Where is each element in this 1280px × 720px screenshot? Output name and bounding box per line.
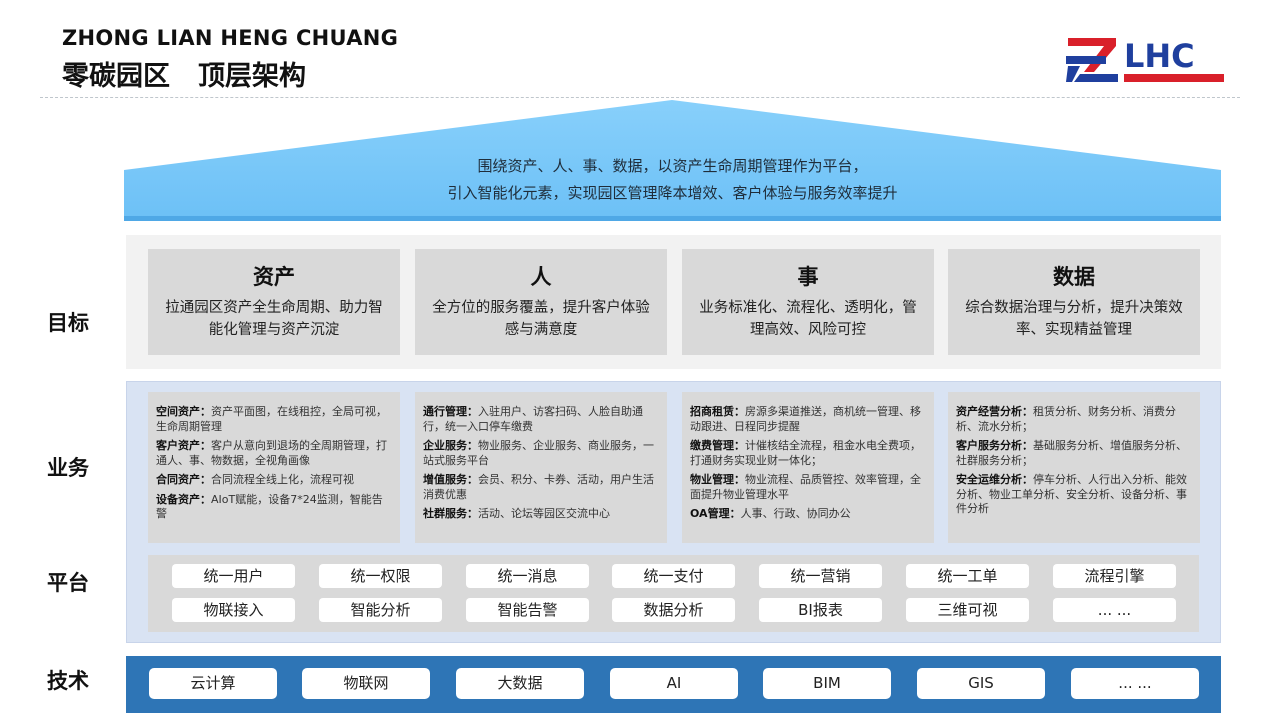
goal-card-asset: 资产 拉通园区资产全生命周期、助力智能化管理与资产沉淀 <box>148 249 400 355</box>
business-item: 设备资产：AIoT赋能，设备7*24监测，智能告警 <box>156 492 383 521</box>
roof-banner <box>124 100 1221 221</box>
platform-item: 流程引擎 <box>1053 564 1176 588</box>
title-english: ZHONG LIAN HENG CHUANG <box>62 26 399 50</box>
label-tech: 技术 <box>47 669 89 693</box>
business-card-affairs: 招商租赁：房源多渠道推送，商机统一管理、移动跟进、日程同步提醒 缴费管理：计催核… <box>682 392 934 543</box>
business-item: 客户资产：客户从意向到退场的全周期管理，打通人、事、物数据，全视角画像 <box>156 439 387 467</box>
platform-item: 数据分析 <box>612 598 735 622</box>
tech-item: BIM <box>763 668 891 699</box>
business-item: 合同资产：合同流程全线上化，流程可视 <box>156 473 354 486</box>
platform-item: 统一权限 <box>319 564 442 588</box>
business-item: 缴费管理：计催核结全流程，租金水电全费项，打通财务实现业财一体化； <box>690 439 921 467</box>
business-item: 增值服务：会员、积分、卡券、活动，用户生活消费优惠 <box>423 473 654 501</box>
label-platform: 平台 <box>47 571 89 595</box>
roof-line-1: 围绕资产、人、事、数据，以资产生命周期管理作为平台， <box>477 157 868 175</box>
goal-card-data: 数据 综合数据治理与分析，提升决策效率、实现精益管理 <box>948 249 1200 355</box>
goal-desc: 拉通园区资产全生命周期、助力智能化管理与资产沉淀 <box>165 300 383 338</box>
business-item: 通行管理：入驻用户、访客扫码、人脸自助通行，统一入口停车缴费 <box>423 405 643 433</box>
platform-item: 统一用户 <box>172 564 295 588</box>
platform-item: 统一营销 <box>759 564 882 588</box>
platform-item: 智能告警 <box>466 598 589 622</box>
goal-title: 人 <box>530 265 552 289</box>
platform-item: 三维可视 <box>906 598 1029 622</box>
business-item: OA管理：人事、行政、协同办公 <box>690 507 851 520</box>
tech-item: 云计算 <box>149 668 277 699</box>
business-item: 企业服务：物业服务、企业服务、商业服务，一站式服务平台 <box>423 439 654 467</box>
platform-item: 智能分析 <box>319 598 442 622</box>
business-item: 物业管理：物业流程、品质管控、效率管理，全面提升物业管理水平 <box>690 473 921 501</box>
platform-item: BI报表 <box>759 598 882 622</box>
platform-item: 物联接入 <box>172 598 295 622</box>
label-business: 业务 <box>47 456 89 480</box>
tech-item: 大数据 <box>456 668 584 699</box>
label-goal: 目标 <box>47 311 89 335</box>
goal-desc: 全方位的服务覆盖，提升客户体验感与满意度 <box>432 300 650 338</box>
goal-title: 资产 <box>253 265 295 289</box>
title-part-1: 零碳园区 <box>62 61 170 92</box>
business-item: 社群服务：活动、论坛等园区交流中心 <box>423 507 610 520</box>
goal-desc: 综合数据治理与分析，提升决策效率、实现精益管理 <box>965 300 1183 338</box>
tech-item: ... ... <box>1071 668 1199 699</box>
header-divider <box>40 97 1240 98</box>
roof-line-2: 引入智能化元素，实现园区管理降本增效、客户体验与服务效率提升 <box>447 184 898 202</box>
company-logo: LHC <box>1066 37 1224 82</box>
logo-text: LHC <box>1124 37 1195 75</box>
business-item: 空间资产：资产平面图，在线租控，全局可视，生命周期管理 <box>156 405 387 433</box>
title-part-2: 顶层架构 <box>198 61 306 92</box>
goal-card-people: 人 全方位的服务覆盖，提升客户体验感与满意度 <box>415 249 667 355</box>
tech-item: 物联网 <box>302 668 430 699</box>
platform-item: ... ... <box>1053 598 1176 622</box>
goal-title: 数据 <box>1053 265 1095 289</box>
goal-card-affairs: 事 业务标准化、流程化、透明化，管理高效、风险可控 <box>682 249 934 355</box>
business-card-asset: 空间资产：资产平面图，在线租控，全局可视，生命周期管理 客户资产：客户从意向到退… <box>148 392 400 543</box>
tech-item: AI <box>610 668 738 699</box>
tech-item: GIS <box>917 668 1045 699</box>
business-card-people: 通行管理：入驻用户、访客扫码、人脸自助通行，统一入口停车缴费 企业服务：物业服务… <box>415 392 667 543</box>
platform-item: 统一工单 <box>906 564 1029 588</box>
platform-item: 统一支付 <box>612 564 735 588</box>
goal-title: 事 <box>797 265 819 289</box>
goal-desc: 业务标准化、流程化、透明化，管理高效、风险可控 <box>699 300 917 338</box>
business-item: 客户服务分析：基础服务分析、增值服务分析、社群服务分析； <box>956 439 1187 467</box>
business-item: 资产经营分析：租赁分析、财务分析、消费分析、流水分析； <box>956 405 1176 433</box>
business-item: 安全运维分析：停车分析、人行出入分析、能效分析、物业工单分析、安全分析、设备分析… <box>956 473 1187 515</box>
platform-item: 统一消息 <box>466 564 589 588</box>
business-card-data: 资产经营分析：租赁分析、财务分析、消费分析、流水分析； 客户服务分析：基础服务分… <box>948 392 1200 543</box>
title-chinese: 零碳园区顶层架构 <box>62 54 334 93</box>
business-item: 招商租赁：房源多渠道推送，商机统一管理、移动跟进、日程同步提醒 <box>690 405 921 433</box>
